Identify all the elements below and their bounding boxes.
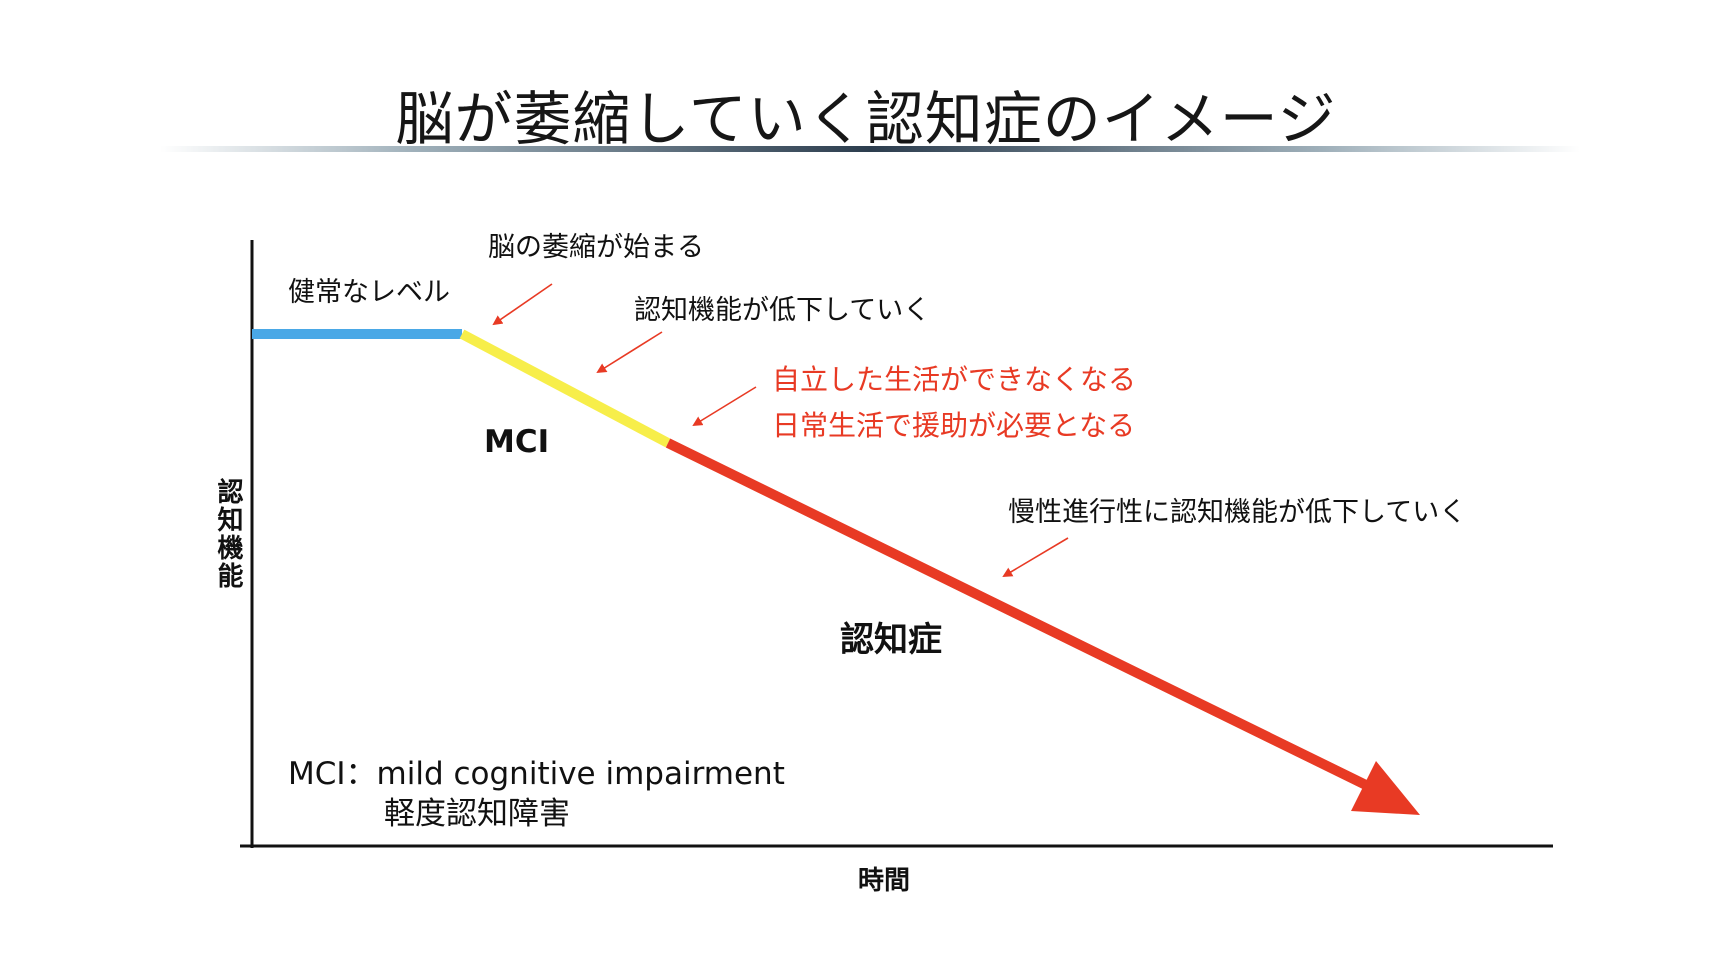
- y-axis-label: 認知機能: [213, 478, 243, 590]
- atrophy-start-label: 脳の萎縮が始まる: [488, 232, 704, 263]
- dementia-segment: [665, 438, 1375, 793]
- chronic-decline-label: 慢性進行性に認知機能が低下していく: [1008, 497, 1467, 528]
- dementia-stage-label: 認知症: [840, 620, 942, 660]
- title-divider: [160, 146, 1580, 152]
- healthy-level-label: 健常なレベル: [288, 277, 450, 308]
- daily-assistance-label: 日常生活で援助が必要となる: [772, 409, 1136, 442]
- page-title: 脳が萎縮していく認知症のイメージ: [395, 85, 1337, 153]
- dementia-arrowhead: [1351, 761, 1420, 815]
- mci-stage-label: MCI: [484, 424, 550, 460]
- mci-japanese-term: 軽度認知障害: [384, 796, 570, 832]
- independent-living-label: 自立した生活ができなくなる: [772, 363, 1137, 396]
- pointer-arrow-atrophy: [492, 283, 553, 326]
- pointer-arrow-chronic: [1002, 537, 1069, 578]
- mci-segment: [459, 329, 671, 448]
- x-axis-label: 時間: [858, 866, 911, 896]
- pointer-arrow-decline: [596, 331, 663, 374]
- function-declining-label: 認知機能が低下していく: [634, 295, 931, 326]
- pointer-arrow-independence: [692, 386, 757, 427]
- mci-definition: MCI：mild cognitive impairment: [288, 756, 785, 792]
